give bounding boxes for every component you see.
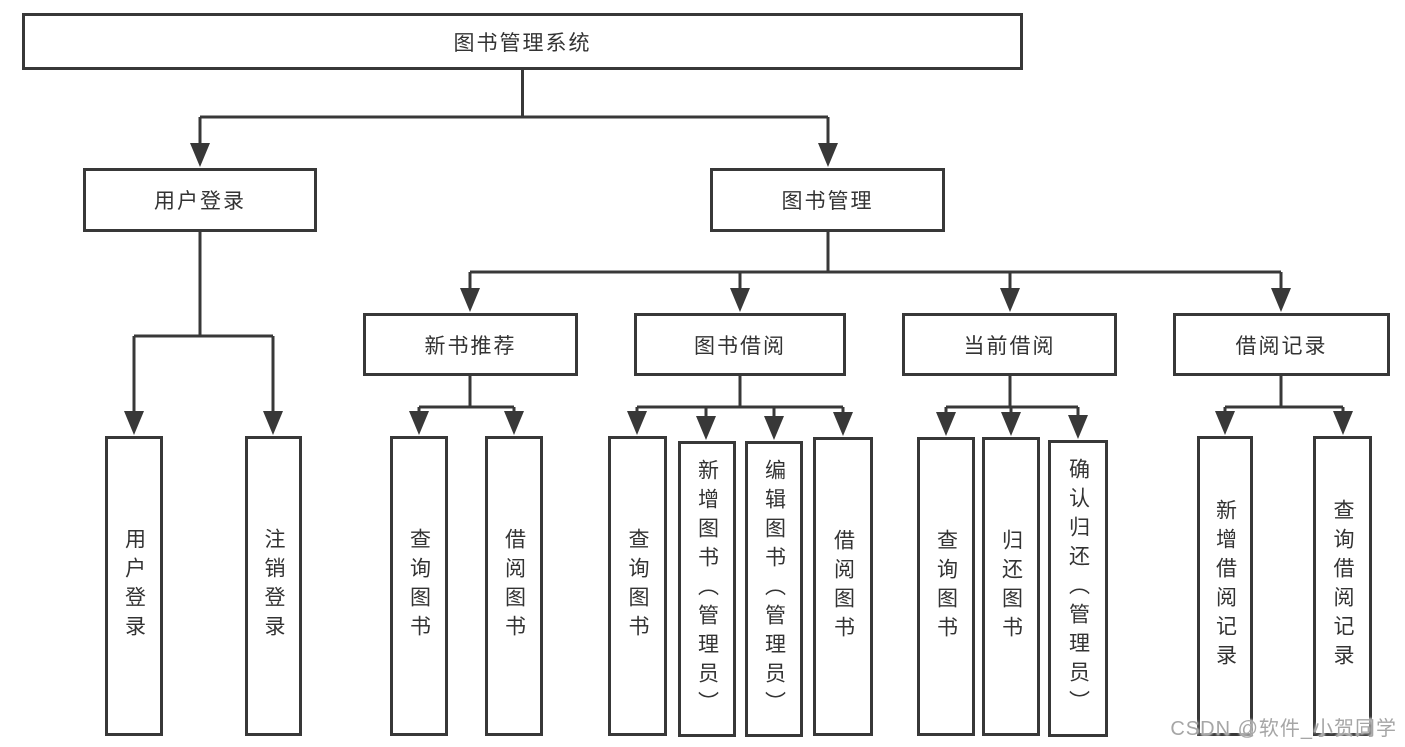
leaf-query-books-current: 查询图书 [917, 437, 975, 736]
leaf-query-borrow-record: 查询借阅记录 [1313, 436, 1372, 736]
node-label: 新增借阅记录 [1213, 499, 1237, 673]
connector-record-leaves [1215, 376, 1353, 435]
leaf-borrow-books-recommend: 借阅图书 [485, 436, 543, 736]
node-label: 当前借阅 [963, 334, 1056, 358]
node-user-login: 用户登录 [83, 168, 317, 232]
arrow-down-icon [936, 412, 956, 436]
node-label: 查询图书 [626, 528, 650, 644]
node-label: 借阅图书 [831, 528, 855, 645]
node-label: 新增图书（管理员） [695, 458, 719, 720]
arrow-down-icon [696, 416, 716, 440]
arrow-down-icon [460, 288, 480, 312]
node-system-title: 图书管理系统 [22, 13, 1023, 70]
arrow-down-icon [124, 411, 144, 435]
leaf-query-books-borrow: 查询图书 [608, 436, 667, 736]
node-label: 图书借阅 [694, 334, 786, 358]
leaf-add-borrow-record: 新增借阅记录 [1197, 436, 1253, 736]
arrow-down-icon [190, 143, 210, 167]
node-label: 用户登录 [154, 190, 246, 213]
connector-user-login-branch [124, 232, 283, 435]
connector-borrow-leaves [627, 376, 853, 440]
node-label: 新书推荐 [424, 334, 517, 358]
arrow-down-icon [833, 412, 853, 436]
arrow-down-icon [730, 288, 750, 312]
node-label: 确认归还（管理员） [1066, 458, 1090, 719]
leaf-borrow-books: 借阅图书 [813, 437, 873, 736]
leaf-add-book-admin: 新增图书（管理员） [678, 441, 736, 737]
connector-recommend-leaves [409, 376, 524, 435]
leaf-user-login: 用户登录 [105, 436, 163, 736]
node-label: 借阅图书 [502, 528, 526, 644]
connector-root-to-level2 [190, 70, 838, 167]
arrow-down-icon [627, 411, 647, 435]
node-label: 查询图书 [934, 528, 958, 645]
arrow-down-icon [263, 411, 283, 435]
node-new-book-recommend: 新书推荐 [363, 313, 578, 376]
node-label: 图书管理系统 [453, 31, 592, 55]
arrow-down-icon [1068, 415, 1088, 439]
arrow-down-icon [764, 416, 784, 440]
node-label: 查询图书 [407, 528, 431, 644]
arrow-down-icon [1000, 288, 1020, 312]
watermark-text: CSDN @软件_小贺同学 [1170, 718, 1397, 740]
node-borrow-records: 借阅记录 [1173, 313, 1390, 376]
arrow-down-icon [1215, 411, 1235, 435]
node-label: 注销登录 [262, 528, 286, 644]
arrow-down-icon [409, 411, 429, 435]
node-label: 归还图书 [999, 528, 1023, 645]
node-label: 借阅记录 [1235, 334, 1328, 358]
arrow-down-icon [818, 143, 838, 167]
node-label: 图书管理 [781, 190, 874, 213]
node-book-management: 图书管理 [710, 168, 945, 232]
leaf-logout: 注销登录 [245, 436, 302, 736]
connector-current-leaves [936, 376, 1088, 439]
arrow-down-icon [504, 411, 524, 435]
arrow-down-icon [1333, 411, 1353, 435]
arrow-down-icon [1001, 412, 1021, 436]
leaf-confirm-return-admin: 确认归还（管理员） [1048, 440, 1108, 737]
node-current-borrow: 当前借阅 [902, 313, 1117, 376]
leaf-query-books-recommend: 查询图书 [390, 436, 448, 736]
node-label: 编辑图书（管理员） [762, 458, 786, 720]
node-label: 用户登录 [122, 528, 146, 644]
node-book-borrow: 图书借阅 [634, 313, 846, 376]
leaf-return-book: 归还图书 [982, 437, 1040, 736]
arrow-down-icon [1271, 288, 1291, 312]
leaf-edit-book-admin: 编辑图书（管理员） [745, 441, 803, 737]
node-label: 查询借阅记录 [1331, 499, 1355, 673]
connector-book-mgmt-to-sections [460, 232, 1291, 312]
